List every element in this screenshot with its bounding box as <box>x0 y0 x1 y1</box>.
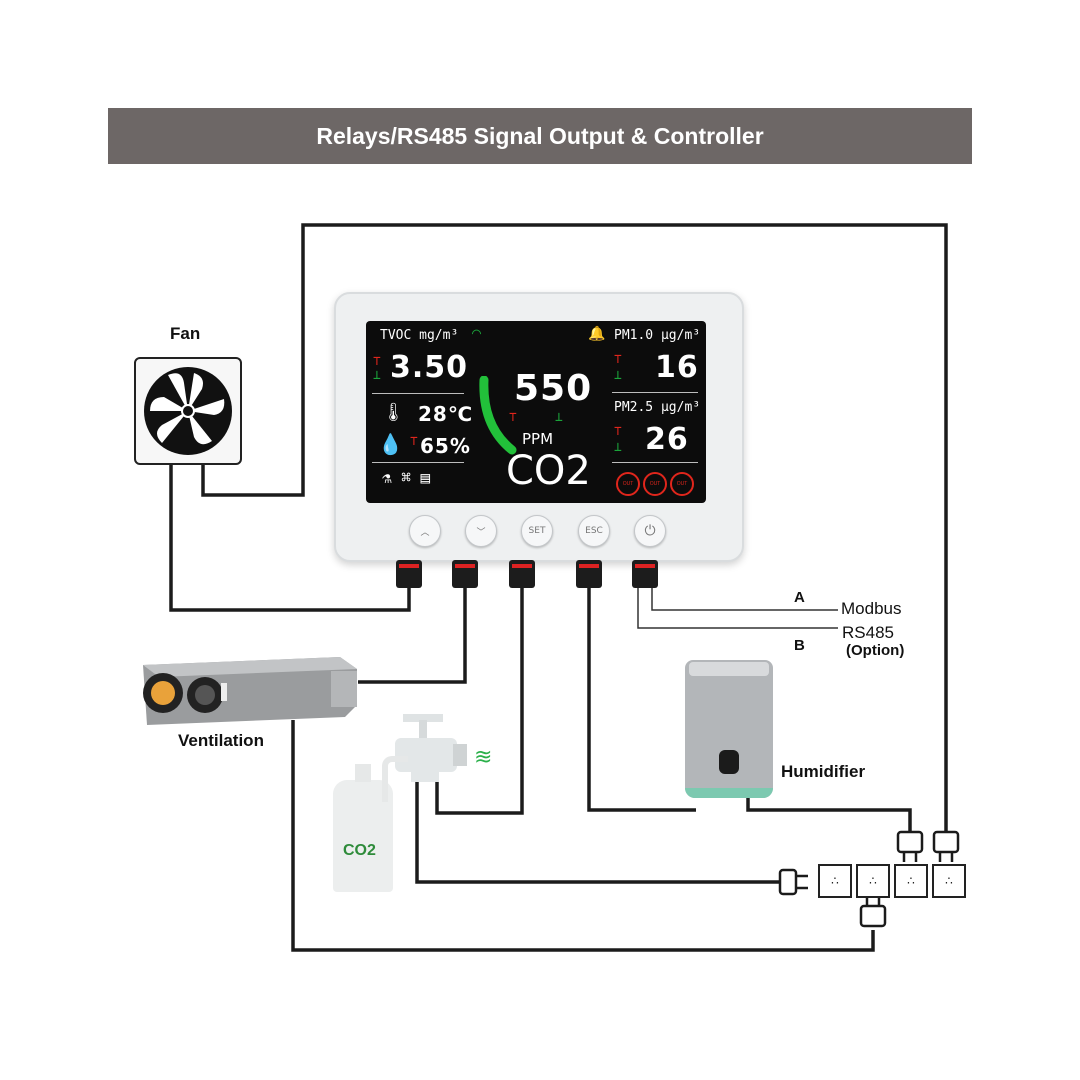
wire-ventilation-relay <box>358 586 467 684</box>
humidity-high-marker: ⊤ <box>410 434 418 449</box>
power-socket-icon: ∴ <box>932 864 966 898</box>
option-label: (Option) <box>846 642 905 659</box>
esc-button[interactable]: ESC <box>578 515 610 547</box>
co2-unit: PPM <box>522 430 554 448</box>
power-button[interactable]: ⏻ <box>634 515 666 547</box>
temperature-value: 28℃ <box>418 402 474 426</box>
wire-valve-relay <box>435 586 524 815</box>
pm10-label: PM1.0 μg/m³ <box>614 328 701 343</box>
alarm-bell-icon: 🔔 <box>588 326 606 342</box>
thermometer-icon: 🌡 <box>382 402 405 423</box>
pm10-value: 16 <box>655 350 699 385</box>
wire-humidifier-power <box>746 797 912 832</box>
rs485-label: RS485 <box>842 623 894 642</box>
tvoc-high-marker: ⊤ <box>373 354 381 369</box>
relay-badge: OUT <box>670 472 694 496</box>
set-button[interactable]: SET <box>521 515 553 547</box>
tvoc-label: TVOC mg/m³ <box>380 328 459 343</box>
banner-title: Relays/RS485 Signal Output & Controller <box>108 108 972 164</box>
co2-cylinder-label: CO2 <box>343 842 376 859</box>
humidifier-label: Humidifier <box>781 762 866 781</box>
relay-badge: OUT <box>643 472 667 496</box>
power-socket-icon: ∴ <box>894 864 928 898</box>
relay-port-3 <box>509 560 535 588</box>
ventilation-label: Ventilation <box>178 731 264 750</box>
co2-valve <box>395 712 475 782</box>
fan-label: Fan <box>170 324 201 343</box>
wifi-icon: ◠ <box>472 324 482 342</box>
power-socket-icon: ∴ <box>818 864 852 898</box>
down-button[interactable]: ﹀ <box>465 515 497 547</box>
fan-icon <box>144 367 232 455</box>
co2-label: CO2 <box>506 448 591 494</box>
relay-port-2 <box>452 560 478 588</box>
tvoc-low-marker: ⊥ <box>373 368 381 383</box>
pm25-high-marker: ⊤ <box>614 424 622 439</box>
wire-ventilation-power <box>291 720 875 952</box>
pm10-high-marker: ⊤ <box>614 352 622 367</box>
tvoc-value: 3.50 <box>390 350 469 385</box>
rs485-a-label: A <box>794 589 805 606</box>
pm25-low-marker: ⊥ <box>614 440 622 455</box>
power-socket-icon: ∴ <box>856 864 890 898</box>
fan-box <box>134 357 242 465</box>
co2-gauge-arc <box>479 376 517 455</box>
humidifier <box>685 660 773 798</box>
relay-port-1 <box>396 560 422 588</box>
pm10-low-marker: ⊥ <box>614 368 622 383</box>
wire-rs485-a <box>651 586 838 611</box>
up-button[interactable]: ︿ <box>409 515 441 547</box>
relay-port-4 <box>576 560 602 588</box>
rs485-port <box>632 560 658 588</box>
humidity-drop-icon: 💧 <box>378 432 403 456</box>
co2-low-marker: ⊥ <box>555 410 563 425</box>
co2-high-marker: ⊤ <box>509 410 517 425</box>
relay-badge: OUT <box>616 472 640 496</box>
pm25-value: 26 <box>645 422 689 457</box>
relay-status-icons: ⚗ ⌘ ▤ <box>382 468 431 487</box>
rs485-b-label: B <box>794 637 805 654</box>
ventilation-unit <box>135 655 360 730</box>
wire-fan-relay <box>169 460 411 612</box>
wire-fan-power <box>201 223 948 832</box>
wire-rs485-b <box>637 586 838 629</box>
modbus-label: Modbus <box>841 599 902 618</box>
co2-value: 550 <box>514 368 593 409</box>
wire-humidifier-relay <box>587 586 696 812</box>
airflow-icon: ≋ <box>474 744 493 769</box>
humidity-value: 65% <box>420 434 471 458</box>
wire-valve-power <box>415 780 790 884</box>
humidifier-display <box>719 750 739 774</box>
power-plug-icon <box>778 830 960 928</box>
pm25-label: PM2.5 μg/m³ <box>614 400 701 415</box>
